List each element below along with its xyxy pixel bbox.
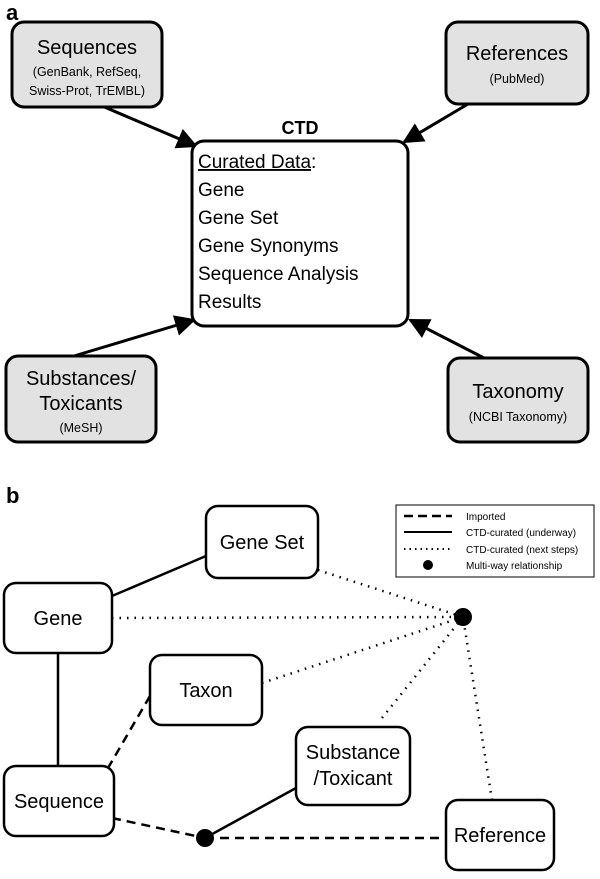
node-sequence-label: Sequence [14,791,104,813]
node-taxon: Taxon [148,653,264,727]
sequences-sub-1: (GenBank, RefSeq, [33,65,141,79]
legend-curated-next: CTD-curated (next steps) [466,545,578,556]
ctd-title: CTD [282,118,319,138]
source-box-sequences: Sequences (GenBank, RefSeq, Swiss-Prot, … [10,20,164,109]
panel-b-label: b [6,483,19,508]
edge-taxon-multiway [261,615,464,685]
arrow-sequences-to-ctd [101,104,198,149]
node-taxon-label: Taxon [179,680,232,702]
edge-substance-multiway [381,616,464,719]
substances-title-2: Toxicants [39,393,122,415]
node-reference: Reference [444,798,556,872]
arrow-substances-to-ctd [73,315,197,358]
legend: Imported CTD-curated (underway) CTD-cura… [395,504,595,578]
references-title: References [466,43,568,65]
sequences-sub-2: Swiss-Prot, TrEMBL) [29,84,145,98]
node-gene-label: Gene [34,608,83,630]
edge-gene-multiway [111,615,464,620]
multiway-hub-top [454,608,472,626]
node-substance-toxicant: Substance /Toxicant [294,725,412,807]
edge-gene-geneset [111,554,207,598]
node-substance-label-1: Substance [306,742,401,764]
edge-sequence-hub [111,816,206,840]
source-box-substances: Substances/ Toxicants (MeSH) [4,354,158,444]
legend-swatch-multiway [423,560,433,570]
substances-sub: (MeSH) [59,421,102,435]
edge-hub-substance [204,786,297,840]
node-substance-label-2: /Toxicant [314,768,393,790]
curated-data-heading: Curated Data [198,152,311,173]
arrow-taxonomy-to-ctd [408,318,485,360]
ctd-curated-data-box: Curated Data: Gene Gene Set Gene Synonym… [190,139,410,328]
legend-curated-underway: CTD-curated (underway) [466,528,576,539]
source-box-references: References (PubMed) [444,20,590,106]
sequences-title: Sequences [37,37,137,59]
edges [56,554,494,840]
legend-multiway: Multi-way relationship [466,561,563,572]
node-reference-label: Reference [454,825,546,847]
taxonomy-title: Taxonomy [472,381,563,403]
panel-a-label: a [6,0,19,25]
edge-geneset-multiway [317,568,464,619]
curated-item-results: Results [198,292,261,313]
curated-item-sequence-analysis: Sequence Analysis [198,264,359,285]
curated-item-gene-synonyms: Gene Synonyms [198,236,338,257]
substances-title-1: Substances/ [26,368,137,390]
legend-imported: Imported [466,512,505,523]
curated-item-gene: Gene [198,180,244,201]
taxonomy-sub: (NCBI Taxonomy) [469,410,567,424]
curated-item-gene-set: Gene Set [198,208,279,229]
node-sequence: Sequence [2,764,116,838]
arrow-references-to-ctd [402,102,469,144]
node-gene-set: Gene Set [204,504,320,580]
multiway-hub-bottom [196,829,214,847]
source-box-taxonomy: Taxonomy (NCBI Taxonomy) [446,356,590,444]
references-sub: (PubMed) [490,72,545,86]
curated-data-colon: : [311,152,316,173]
node-gene-set-label: Gene Set [220,532,305,554]
edge-taxon-sequence [106,695,152,769]
svg-text:Curated Data:: Curated Data: [198,152,316,173]
node-gene: Gene [2,581,114,655]
edge-reference-multiway [461,616,494,801]
